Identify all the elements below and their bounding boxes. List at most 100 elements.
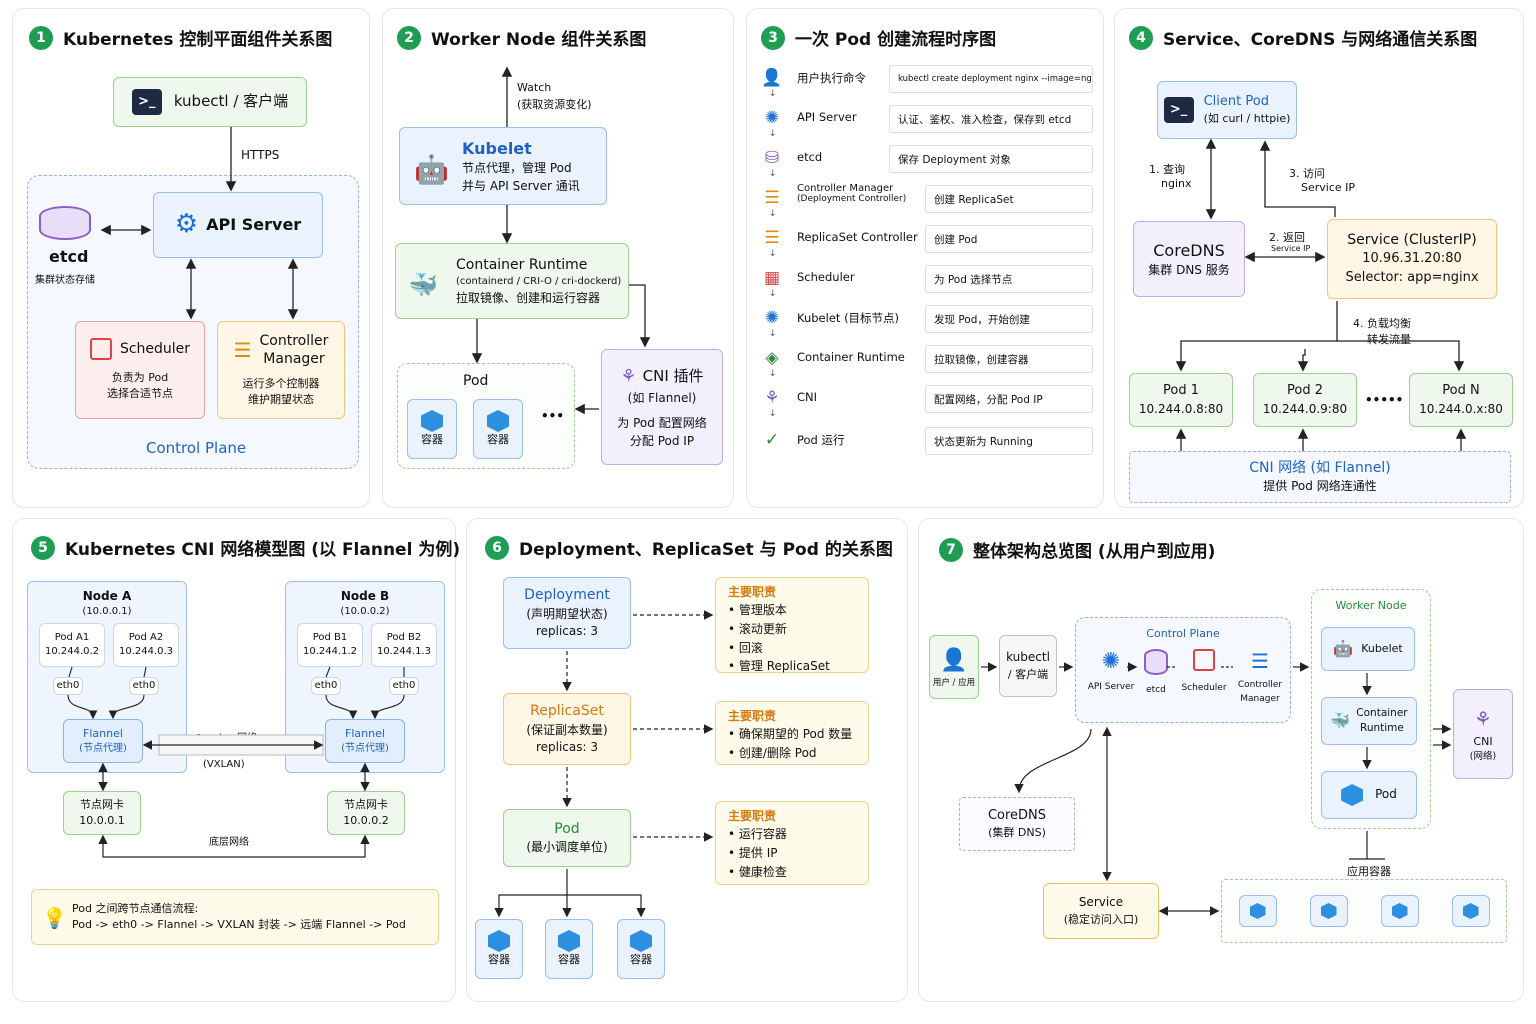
flow-arrow: ↓ xyxy=(769,289,777,299)
flow-step-action: 拉取镜像，创建容器 xyxy=(925,345,1093,373)
tip-box: 💡 Pod 之间跨节点通信流程: Pod -> eth0 -> Flannel … xyxy=(31,889,439,945)
eth0-a1: eth0 xyxy=(53,677,83,695)
control-plane-label: Control Plane xyxy=(146,439,247,457)
flannel-b[interactable]: Flannel(节点代理) xyxy=(325,719,405,763)
cni-box[interactable]: ⚘CNI(网络) xyxy=(1453,689,1513,779)
flow-arrow: ↓ xyxy=(769,169,777,179)
flow-step-label: 用户执行命令 xyxy=(797,71,866,85)
controller-icon: ☰ xyxy=(764,188,780,208)
app-container-1[interactable] xyxy=(1238,895,1277,927)
flow-step-action: 创建 Pod xyxy=(925,225,1093,253)
container-runtime-box[interactable]: 🐳 Container Runtime (containerd / CRI-O … xyxy=(395,243,629,319)
container-box-2[interactable]: 容器 xyxy=(473,399,523,459)
deployment-duty-list: 管理版本滚动更新回滚管理 ReplicaSet xyxy=(728,601,830,675)
scheduler-node[interactable]: Scheduler xyxy=(1177,649,1231,693)
sliders-icon: ☰ xyxy=(233,337,252,362)
overlay-label: Overlay 网络 xyxy=(195,733,258,744)
user-box[interactable]: 👤用户 / 应用 xyxy=(929,635,979,699)
more-pods-dots: ••••• xyxy=(1365,393,1404,407)
scheduler-box[interactable]: Scheduler 负责为 Pod 选择合适节点 xyxy=(75,321,205,419)
kubectl-box[interactable]: kubectl/ 客户端 xyxy=(999,635,1057,697)
api-server-box[interactable]: ⚙API Server xyxy=(153,192,323,258)
container-icon xyxy=(421,410,443,433)
container-icon xyxy=(630,930,652,953)
container-icon xyxy=(1320,903,1337,919)
database-icon xyxy=(1144,649,1168,675)
container-box-1[interactable]: 容器 xyxy=(475,919,523,979)
app-container-3[interactable] xyxy=(1380,895,1419,927)
flannel-a[interactable]: Flannel(节点代理) xyxy=(63,719,143,763)
app-container-4[interactable] xyxy=(1451,895,1490,927)
kubectl-box[interactable]: >_kubectl / 客户端 xyxy=(113,77,307,127)
step-badge: 4 xyxy=(1129,25,1153,50)
api-server-node[interactable]: ✺API Server xyxy=(1085,649,1137,692)
eth0-b1: eth0 xyxy=(311,677,341,695)
query-sub: nginx xyxy=(1161,177,1192,190)
flow-step-label: CNI xyxy=(797,390,818,404)
query-label: 1. 查询 xyxy=(1149,163,1185,176)
container-box-1[interactable]: 容器 xyxy=(407,399,457,459)
client-pod-box[interactable]: >_ Client Pod(如 curl / httpie) xyxy=(1157,81,1297,139)
duty-item: 确保期望的 Pod 数量 xyxy=(728,725,852,744)
visit-sub: Service IP xyxy=(1301,181,1356,194)
pod-box[interactable]: Pod(最小调度单位) xyxy=(503,809,631,867)
etcd-node[interactable]: etcd xyxy=(1139,649,1173,695)
cni-network-box: CNI 网络 (如 Flannel)提供 Pod 网络连通性 xyxy=(1129,451,1511,503)
flow-step-label: ReplicaSet Controller xyxy=(797,230,918,244)
kubelet-box[interactable]: 🤖Kubelet xyxy=(1321,627,1415,671)
service-box[interactable]: Service(稳定访问入口) xyxy=(1043,883,1159,939)
flow-step-label: Controller Manager(Deployment Controller… xyxy=(797,183,907,204)
network-icon: ⚘ xyxy=(764,388,780,408)
pod-box[interactable]: Pod xyxy=(1321,771,1417,819)
step-badge: 2 xyxy=(397,25,421,50)
flow-arrow: ↓ xyxy=(769,369,777,379)
eth0-b2: eth0 xyxy=(389,677,419,695)
coredns-box[interactable]: CoreDNS(集群 DNS) xyxy=(959,797,1075,851)
watch-label: Watch xyxy=(517,81,552,94)
container-box-3[interactable]: 容器 xyxy=(617,919,665,979)
deployment-box[interactable]: Deployment(声明期望状态)replicas: 3 xyxy=(503,577,631,649)
duty-item: 滚动更新 xyxy=(728,620,830,639)
duty-item: 创建/删除 Pod xyxy=(728,744,852,763)
flow-step-label: Pod 运行 xyxy=(797,433,845,447)
flow-step-label: Kubelet (目标节点) xyxy=(797,311,900,325)
container-icon xyxy=(1391,903,1408,919)
container-box-2[interactable]: 容器 xyxy=(545,919,593,979)
kubelet-box[interactable]: 🤖 Kubelet 节点代理，管理 Pod 并与 API Server 通讯 xyxy=(399,127,607,205)
visit-label: 3. 访问 xyxy=(1289,167,1325,180)
database-icon: ⛁ xyxy=(764,148,780,168)
user-icon: 👤 xyxy=(761,68,783,88)
flow-step-label: API Server xyxy=(797,110,857,124)
underlay-label: 底层网络 xyxy=(209,837,249,848)
step-badge: 5 xyxy=(31,535,55,560)
lightbulb-icon: 💡 xyxy=(42,906,67,930)
step-badge: 7 xyxy=(939,537,963,562)
kubelet-icon: ✺ xyxy=(764,308,780,328)
app-containers-group xyxy=(1221,879,1507,943)
app-container-2[interactable] xyxy=(1309,895,1348,927)
deployment-duties: 主要职责 管理版本滚动更新回滚管理 ReplicaSet xyxy=(715,577,869,673)
replicaset-box[interactable]: ReplicaSet(保证副本数量)replicas: 3 xyxy=(503,693,631,765)
cni-plugin-box[interactable]: ⚘CNI 插件 (如 Flannel) 为 Pod 配置网络 分配 Pod IP xyxy=(601,349,723,465)
